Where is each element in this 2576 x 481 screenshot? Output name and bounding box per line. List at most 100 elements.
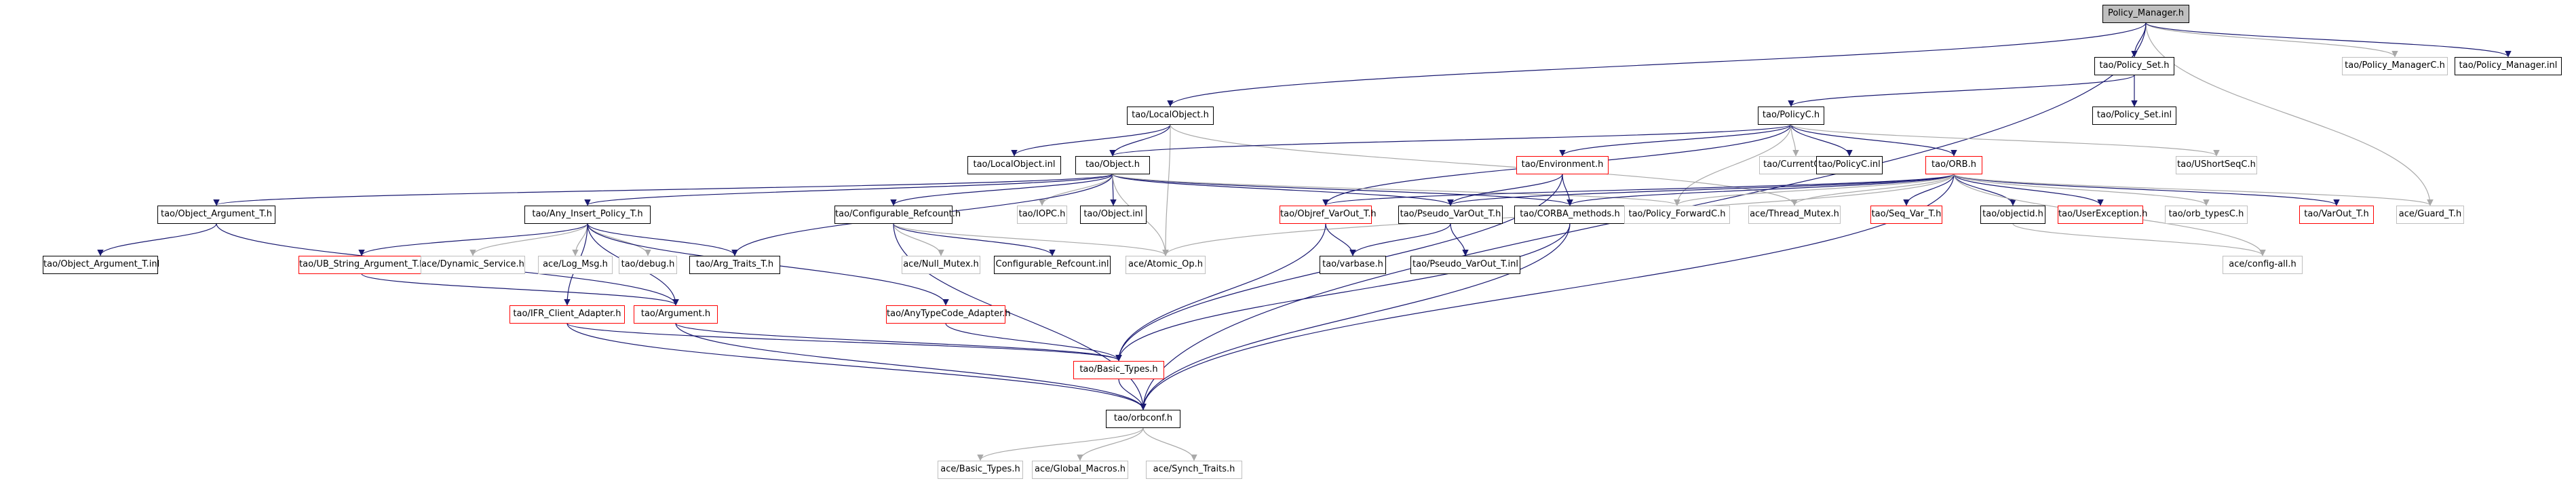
node-log-msg-h[interactable]: ace/Log_Msg.h xyxy=(538,255,613,274)
node-policy-manager-inl[interactable]: tao/Policy_Manager.inl xyxy=(2455,56,2562,75)
node-environment-h[interactable]: tao/Environment.h xyxy=(1516,155,1609,174)
node-policyc-inl[interactable]: tao/PolicyC.inl xyxy=(1816,155,1883,174)
edge-n6-n12 xyxy=(1790,124,1957,157)
edge-n6-n10 xyxy=(1790,124,1799,157)
edge-n31-n43 xyxy=(361,273,679,306)
node-configurable-refcount-inl[interactable]: Configurable_Refcount.inl xyxy=(994,255,1111,274)
edge-n16-n37 xyxy=(893,223,1056,256)
node-object-argument-t-inl[interactable]: tao/Object_Argument_T.inl xyxy=(43,255,159,274)
node-orb-typesc-h[interactable]: tao/orb_typesC.h xyxy=(2165,205,2248,224)
node-policy-forwardc-h[interactable]: tao/Policy_ForwardC.h xyxy=(1624,205,1730,224)
edge-n44-n45 xyxy=(945,323,1122,362)
edge-n1-n6 xyxy=(1788,74,2135,107)
node-object-argument-t-h[interactable]: tao/Object_Argument_T.h xyxy=(157,205,275,224)
edge-n25-n41 xyxy=(2012,223,2266,256)
edge-n46-n47 xyxy=(977,427,1144,461)
node-null-mutex-h[interactable]: ace/Null_Mutex.h xyxy=(902,255,980,274)
node-localobject-h[interactable]: tao/LocalObject.h xyxy=(1127,106,1214,125)
node-varout-t-h[interactable]: tao/VarOut_T.h xyxy=(2299,205,2374,224)
edge-n6-n9 xyxy=(1559,123,1792,157)
edge-n0-n29 xyxy=(2145,22,2434,206)
edge-n15-n31 xyxy=(358,223,588,256)
edge-n12-n28 xyxy=(1953,173,2340,206)
edge-n19-n45 xyxy=(1115,223,1326,362)
node-ace-basic-types-h[interactable]: ace/Basic_Types.h xyxy=(938,460,1023,479)
edge-n46-n49 xyxy=(1142,427,1197,461)
node-localobject-inl[interactable]: tao/LocalObject.inl xyxy=(967,155,1061,174)
edge-n12-n24 xyxy=(1903,174,1955,206)
edge-n12-n26 xyxy=(1953,174,2104,206)
node-configurable-refcount-h[interactable]: tao/Configurable_Refcount.h xyxy=(834,205,961,224)
edge-n5-n23 xyxy=(1170,124,1798,206)
node-any-insert-policy-t-h[interactable]: tao/Any_Insert_Policy_T.h xyxy=(524,205,651,224)
edge-n20-n39 xyxy=(1349,223,1451,256)
edge-n12-n19 xyxy=(1322,173,1955,206)
edge-n16-n38 xyxy=(893,223,1169,256)
edge-n15-n34 xyxy=(587,223,651,256)
node-pseudo-varout-t-inl[interactable]: tao/Pseudo_VarOut_T.inl xyxy=(1410,255,1520,274)
node-ub-string-argument-t-h[interactable]: tao/UB_String_Argument_T.h xyxy=(299,255,425,274)
edge-n12-n29 xyxy=(1953,173,2434,206)
node-guard-t-h[interactable]: ace/Guard_T.h xyxy=(2396,205,2464,224)
node-config-all-h[interactable]: ace/config-all.h xyxy=(2223,255,2303,274)
node-ifr-client-adapter-h[interactable]: tao/IFR_Client_Adapter.h xyxy=(510,305,625,324)
edge-n8-n17 xyxy=(1039,174,1113,206)
node-object-h[interactable]: tao/Object.h xyxy=(1075,155,1150,174)
node-dynamic-service-h[interactable]: ace/Dynamic_Service.h xyxy=(421,255,525,274)
node-ushortseqc-h[interactable]: tao/UShortSeqC.h xyxy=(2176,155,2257,174)
node-orbconf-h[interactable]: tao/orbconf.h xyxy=(1106,409,1180,428)
node-policyc-h[interactable]: tao/PolicyC.h xyxy=(1758,106,1824,125)
node-orb-h[interactable]: tao/ORB.h xyxy=(1925,155,1982,174)
node-iopc-h[interactable]: tao/IOPC.h xyxy=(1017,205,1067,224)
node-varbase-h[interactable]: tao/varbase.h xyxy=(1320,255,1386,274)
node-policy-set-inl[interactable]: tao/Policy_Set.inl xyxy=(2092,106,2176,125)
edge-n20-n40 xyxy=(1450,223,1469,256)
node-policy-set-h[interactable]: tao/Policy_Set.h xyxy=(2094,56,2174,75)
edge-n6-n22 xyxy=(1674,124,1792,206)
node-arg-traits-t-h[interactable]: tao/Arg_Traits_T.h xyxy=(689,255,780,274)
edge-n6-n13 xyxy=(1790,123,2220,157)
edge-n42-n46 xyxy=(566,323,1147,410)
node-pseudo-varout-t-h[interactable]: tao/Pseudo_VarOut_T.h xyxy=(1398,205,1503,224)
edge-n12-n23 xyxy=(1791,174,1955,206)
node-synch-traits-h[interactable]: ace/Synch_Traits.h xyxy=(1146,460,1242,479)
edge-n43-n46 xyxy=(675,323,1147,410)
node-argument-h[interactable]: tao/Argument.h xyxy=(634,305,718,324)
edge-n21-n45 xyxy=(1115,223,1571,362)
edge-n12-n21 xyxy=(1566,173,1955,206)
edge-n0-n5 xyxy=(1167,22,2147,107)
node-objectid-h[interactable]: tao/objectid.h xyxy=(1980,205,2045,224)
node-atomic-op-h[interactable]: ace/Atomic_Op.h xyxy=(1126,255,1206,274)
edge-n15-n32 xyxy=(469,223,588,256)
node-thread-mutex-h[interactable]: ace/Thread_Mutex.h xyxy=(1748,205,1841,224)
edge-n16-n36 xyxy=(893,223,944,256)
edge-n42-n45 xyxy=(566,322,1122,362)
edge-n12-n27 xyxy=(1953,173,2210,206)
edge-n0-n2 xyxy=(2145,22,2398,58)
node-debug-h[interactable]: tao/debug.h xyxy=(619,255,677,274)
edge-n6-n8 xyxy=(1109,123,1792,157)
node-anytypecode-adapter-h[interactable]: tao/AnyTypeCode_Adapter.h xyxy=(886,305,1011,324)
edge-n14-n30 xyxy=(97,223,217,256)
edge-n8-n15 xyxy=(584,173,1113,206)
node-objref-varout-t-h[interactable]: tao/Objref_VarOut_T.h xyxy=(1280,205,1377,224)
edge-n43-n45 xyxy=(675,322,1122,362)
edge-n12-n20 xyxy=(1447,173,1955,206)
node-basic-types-h[interactable]: tao/Basic_Types.h xyxy=(1073,360,1164,379)
edge-n8-n22 xyxy=(1112,173,1680,206)
edge-n45-n46 xyxy=(1118,379,1147,410)
node-policy-manager-h[interactable]: Policy_Manager.h xyxy=(2102,4,2189,23)
edge-n15-n35 xyxy=(587,223,738,256)
node-global-macros-h[interactable]: ace/Global_Macros.h xyxy=(1032,460,1128,479)
node-corba-methods-h[interactable]: tao/CORBA_methods.h xyxy=(1514,205,1626,224)
edge-n0-n3 xyxy=(2145,22,2512,58)
edge-n9-n21 xyxy=(1562,174,1573,206)
node-policy-managerc-h[interactable]: tao/Policy_ManagerC.h xyxy=(2342,56,2448,75)
edge-n9-n20 xyxy=(1447,174,1563,206)
node-seq-var-t-h[interactable]: tao/Seq_Var_T.h xyxy=(1870,205,1942,224)
node-object-inl[interactable]: tao/Object.inl xyxy=(1080,205,1147,224)
node-userexception-h[interactable]: tao/UserException.h xyxy=(2058,205,2147,224)
edge-n12-n22 xyxy=(1674,173,1955,206)
